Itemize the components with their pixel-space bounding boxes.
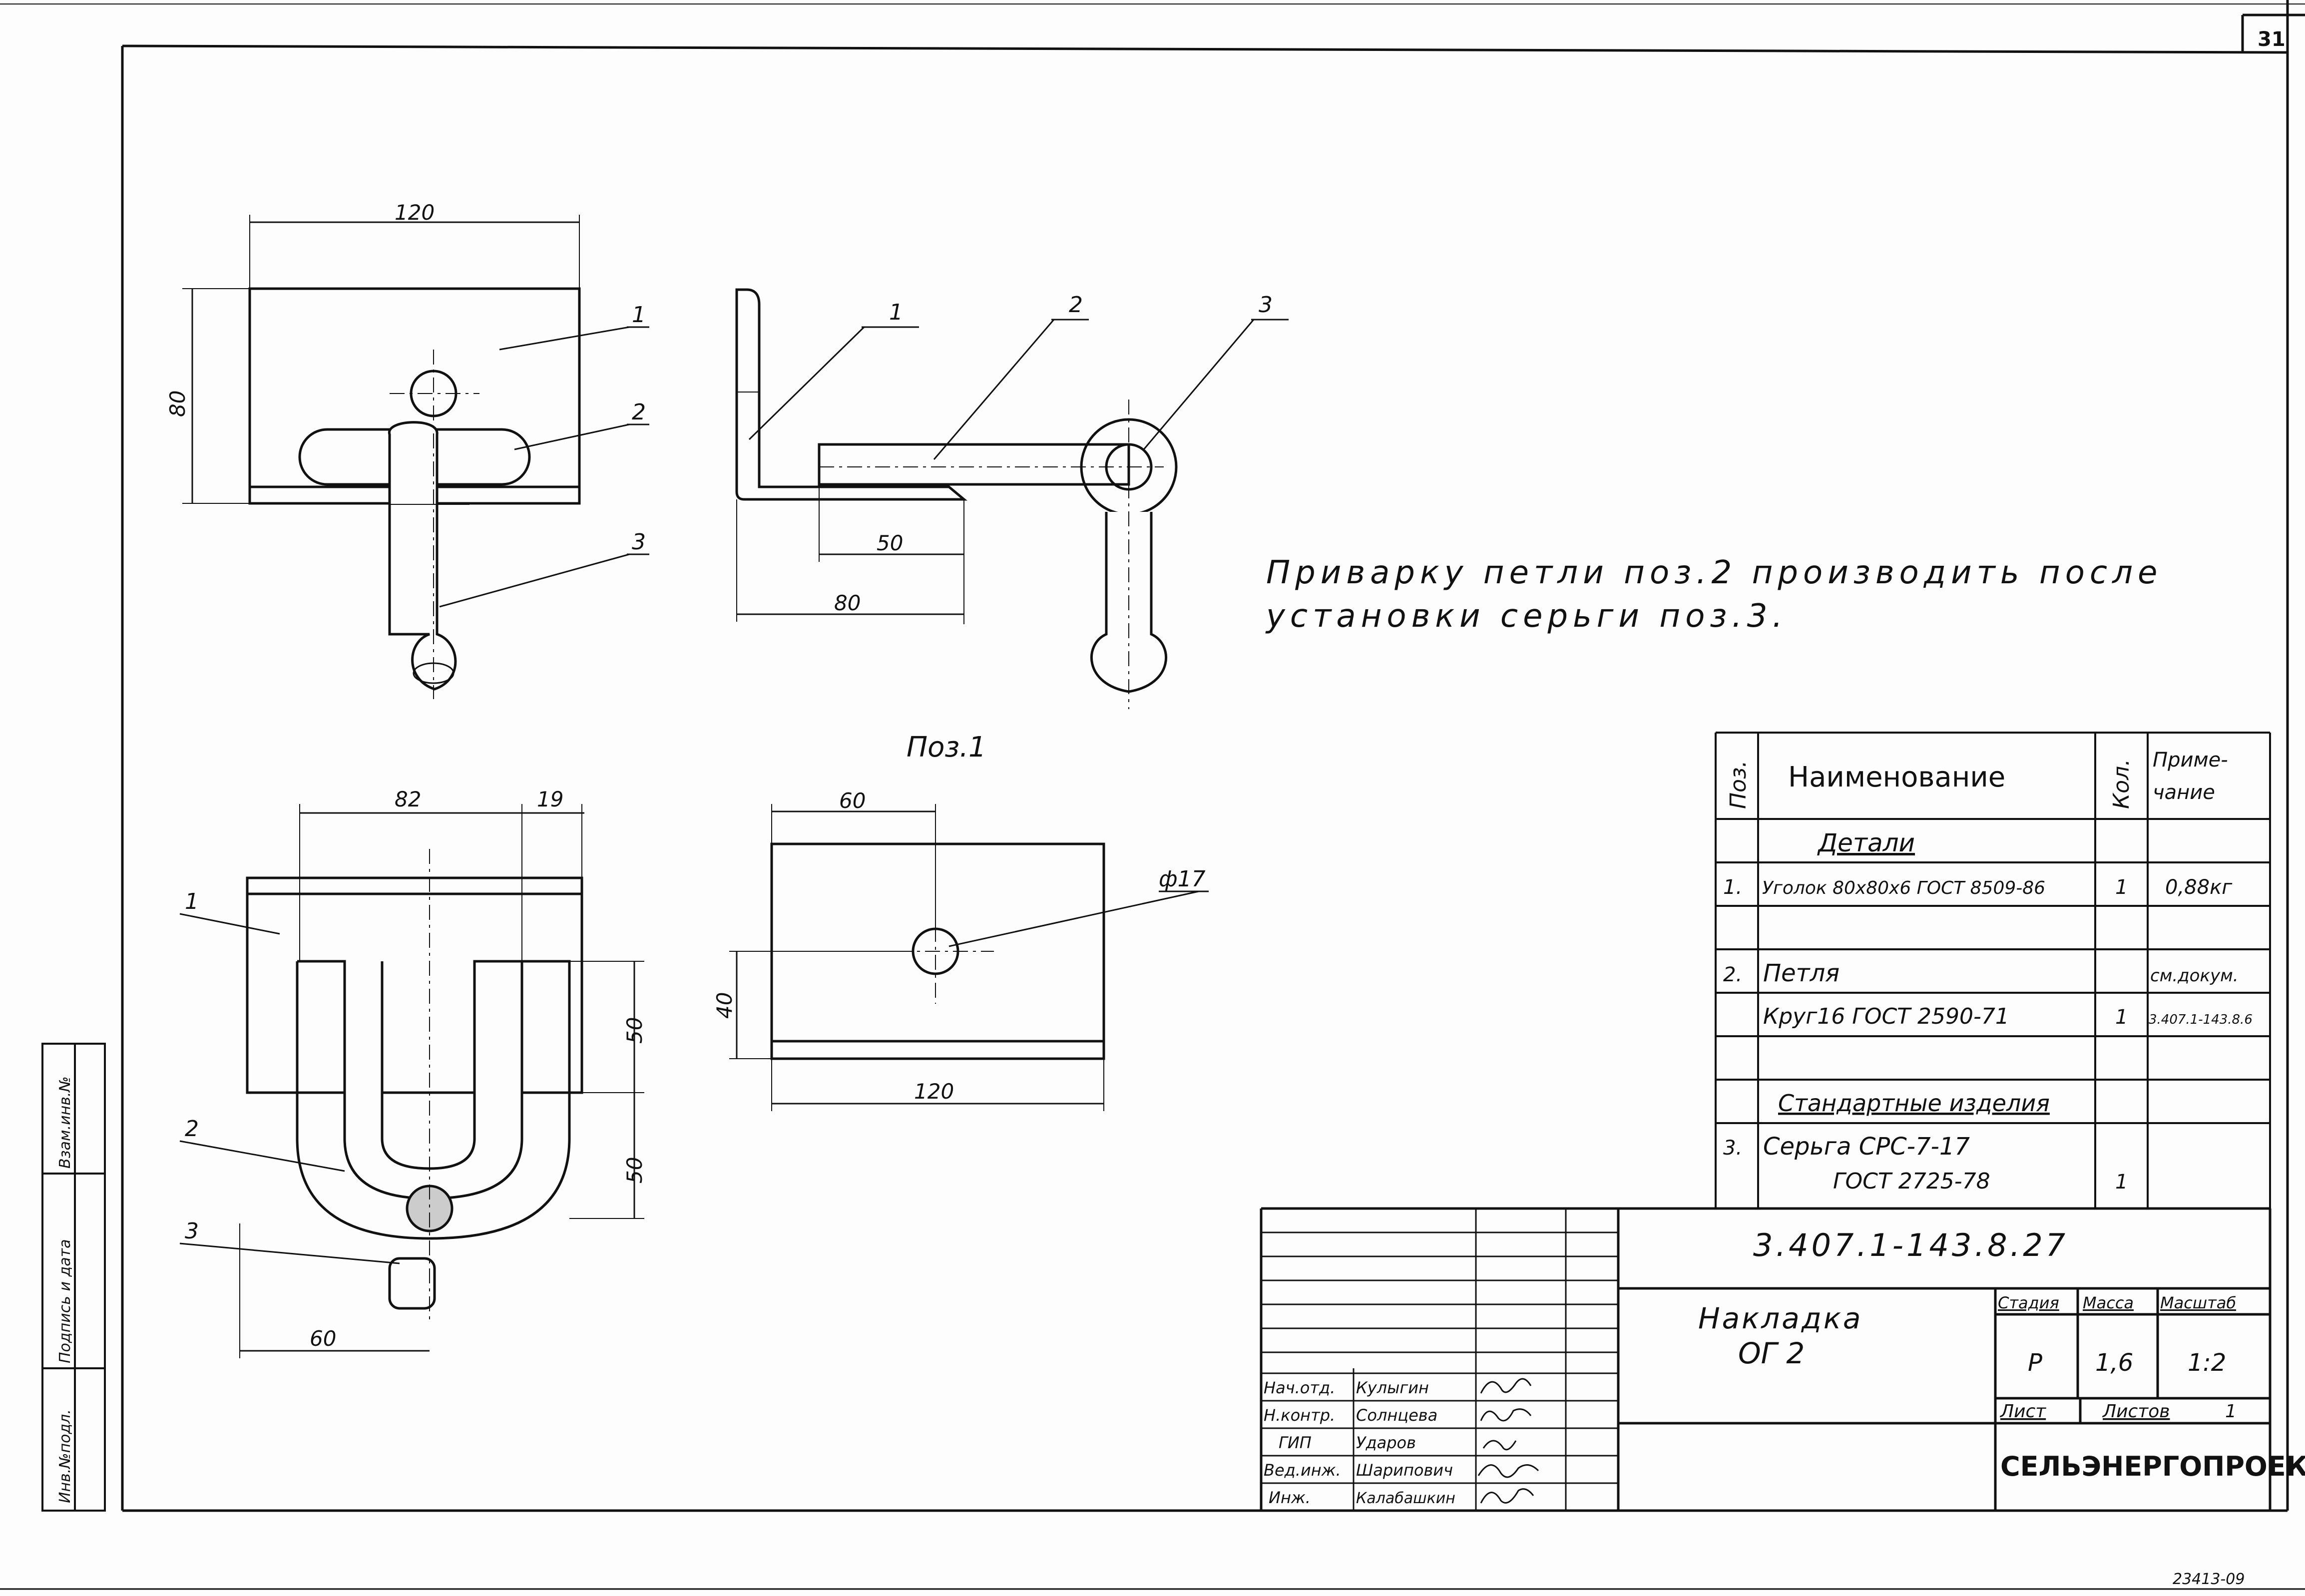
signatures — [1477, 1378, 1539, 1504]
callout-3-bottom: 3 — [185, 1218, 199, 1244]
sheet-number: 31 — [2258, 28, 2286, 51]
value-stage: Р — [2028, 1349, 2042, 1377]
organization: СЕЛЬЭНЕРГОПРОЕКТ — [2000, 1451, 2305, 1482]
name-1: Кулыгин — [1356, 1378, 1429, 1397]
spec-header-pos: Поз. — [1726, 761, 1751, 809]
spec-header-note-2: чание — [2153, 781, 2215, 804]
callout-1-bottom: 1 — [185, 889, 199, 914]
spec-row5-qty: 1 — [2115, 1171, 2128, 1194]
label-stage: Стадия — [1998, 1293, 2059, 1312]
side-stamp-replace: Взам.инв.№ — [56, 1076, 74, 1169]
callout-1-top-left: 1 — [632, 302, 646, 328]
spec-row2-note: см.докум. — [2150, 966, 2239, 986]
spec-row5-name: ГОСТ 2725-78 — [1833, 1169, 1990, 1194]
pos1-hole-dia: ф17 — [1159, 866, 1206, 892]
footer-code: 23413-09 — [2173, 1571, 2245, 1588]
label-mass: Масса — [2083, 1293, 2134, 1312]
item-mark: ОГ 2 — [1738, 1336, 1805, 1370]
callout-1-mid: 1 — [889, 300, 903, 325]
spec-header-note-1: Приме- — [2153, 749, 2228, 772]
name-5: Калабашкин — [1356, 1490, 1455, 1507]
name-4: Шарипович — [1356, 1461, 1453, 1480]
dim-50-upper: 50 — [622, 1017, 647, 1044]
view-bottom-left — [179, 804, 644, 1358]
value-scale: 1:2 — [2188, 1349, 2226, 1377]
callout-2-bottom: 2 — [185, 1116, 199, 1142]
name-2: Солнцева — [1356, 1406, 1437, 1425]
dim-80-mid: 80 — [834, 591, 861, 615]
spec-header-qty: Кол. — [2109, 759, 2134, 809]
value-sheets: 1 — [2225, 1401, 2237, 1422]
note-line-2: установки серьги поз.3. — [1265, 598, 1788, 635]
callout-3-top-left: 3 — [632, 529, 646, 555]
spec-section-standard: Стандартные изделия — [1778, 1090, 2050, 1117]
callout-2-mid: 2 — [1069, 292, 1083, 318]
dim-50-lower: 50 — [622, 1157, 647, 1184]
view-top-middle — [735, 288, 1289, 709]
side-stamp-signature: Подпись и дата — [56, 1239, 74, 1364]
title-block-rows — [1261, 1231, 1618, 1484]
role-5: Инж. — [1269, 1488, 1311, 1507]
role-4: Вед.инж. — [1264, 1461, 1341, 1480]
pos1-title: Поз.1 — [907, 731, 986, 764]
view-top-left — [182, 215, 649, 699]
label-sheets: Листов — [2102, 1401, 2170, 1422]
spec-section-details: Детали — [1817, 828, 1915, 857]
role-2: Н.контр. — [1264, 1406, 1335, 1425]
label-scale: Масштаб — [2160, 1293, 2236, 1312]
callout-3-mid: 3 — [1259, 292, 1273, 318]
spec-row3-note: 3.407.1-143.8.6 — [2149, 1012, 2253, 1027]
spec-row1-pos: 1. — [1723, 876, 1742, 899]
spec-row3-qty: 1 — [2115, 1006, 2128, 1029]
item-name: Накладка — [1698, 1301, 1862, 1335]
dim-19: 19 — [537, 787, 563, 811]
name-3: Ударов — [1356, 1433, 1416, 1452]
spec-header-name: Наименование — [1788, 761, 2005, 794]
spec-row2-name: Петля — [1763, 959, 1840, 987]
title-block-grid — [1260, 1207, 2272, 1511]
note-line-1: Приварку петли поз.2 производить после — [1266, 554, 2162, 591]
dim-60-bottom: 60 — [310, 1326, 336, 1351]
dim-120-top: 120 — [395, 200, 435, 225]
dim-80-left: 80 — [165, 391, 190, 417]
side-stamp-inv: Инв.№подл. — [56, 1409, 74, 1503]
callout-2-top-left: 2 — [632, 399, 646, 425]
dim-50-mid: 50 — [877, 531, 903, 555]
spec-row1-note: 0,88кг — [2165, 876, 2233, 899]
role-3: ГИП — [1279, 1433, 1312, 1452]
side-stamp — [41, 1043, 106, 1512]
spec-row2-pos: 2. — [1723, 963, 1742, 986]
doc-code: 3.407.1-143.8.27 — [1753, 1227, 2068, 1263]
spec-row3-name: Круг16 ГОСТ 2590-71 — [1763, 1004, 2009, 1029]
spec-table-grid — [1715, 732, 2271, 1208]
spec-row1-qty: 1 — [2115, 876, 2128, 899]
view-pos1 — [729, 804, 1209, 1111]
spec-row4-name: Серьга СРС-7-17 — [1763, 1133, 1970, 1161]
value-mass: 1,6 — [2095, 1349, 2133, 1377]
spec-row1-name: Уголок 80x80x6 ГОСТ 8509-86 — [1762, 878, 2045, 898]
dim-82: 82 — [395, 787, 421, 811]
label-sheet: Лист — [1999, 1401, 2046, 1422]
pos1-dim-60: 60 — [839, 789, 866, 813]
spec-row4-pos: 3. — [1723, 1137, 1742, 1160]
pos1-dim-120: 120 — [914, 1079, 954, 1104]
pos1-dim-40: 40 — [712, 992, 737, 1019]
role-1: Нач.отд. — [1264, 1378, 1335, 1397]
